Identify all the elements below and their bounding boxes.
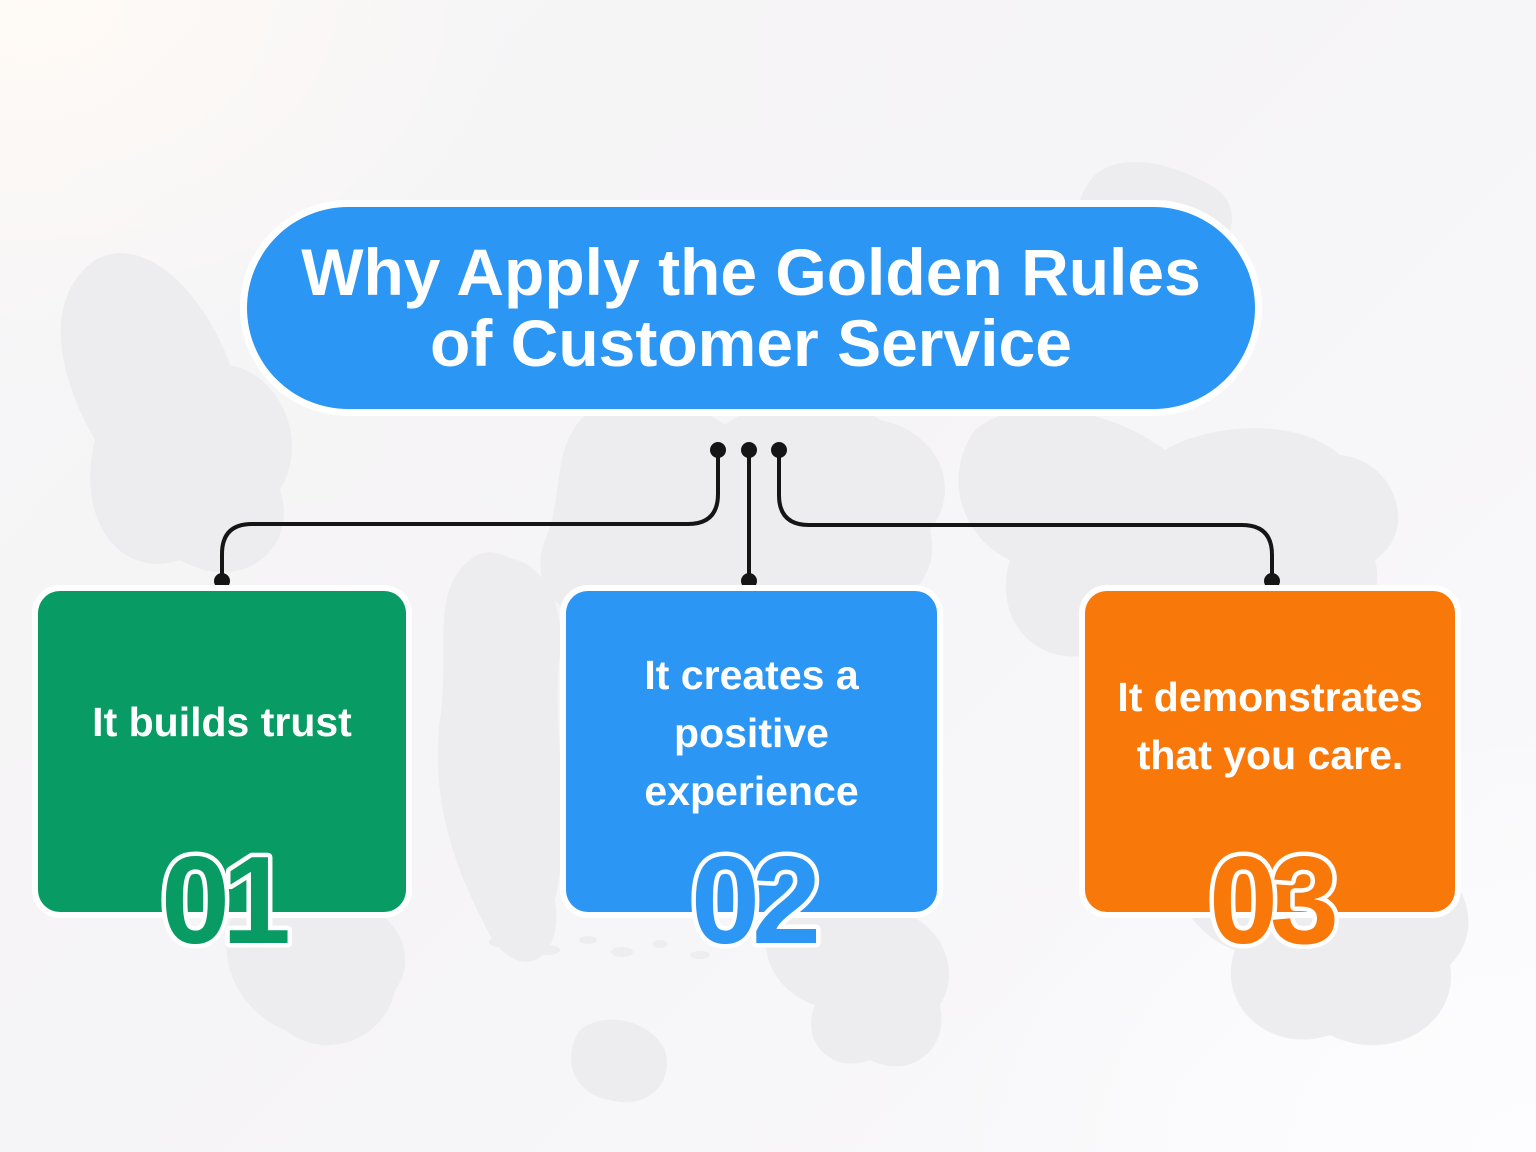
card-text: It demonstrates that you care. — [1085, 591, 1455, 784]
card-text-line: experience — [644, 768, 859, 814]
title-pill: Why Apply the Golden Rules of Customer S… — [247, 207, 1255, 409]
card-builds-trust: It builds trust 01 — [38, 591, 406, 975]
map-island — [690, 951, 710, 959]
card-number-text: 01 — [161, 832, 288, 970]
map-landmass — [571, 1019, 667, 1103]
map-landmass — [540, 395, 946, 647]
card-text: It builds trust — [38, 591, 406, 751]
map-landmass — [437, 552, 564, 962]
card-text-line: that you care. — [1136, 732, 1404, 778]
card-number-text: 03 — [1209, 832, 1335, 970]
card-number-badge: 03 — [1205, 828, 1348, 975]
card-demonstrates-care: It demonstrates that you care. 03 — [1085, 591, 1455, 975]
connector-dot — [741, 573, 757, 589]
connector-left — [220, 448, 720, 576]
map-island — [652, 940, 668, 948]
connector-right — [777, 448, 1274, 576]
card-number-text: 02 — [691, 832, 816, 970]
map-landmass — [765, 887, 950, 1067]
connector-dot — [214, 573, 230, 589]
title-line-2: of Customer Service — [430, 306, 1072, 380]
card-text-line: It creates a — [644, 652, 859, 698]
map-landmass — [226, 881, 406, 1045]
connector-dot — [741, 442, 757, 458]
connector-dot — [710, 442, 726, 458]
connector-dot — [1264, 573, 1280, 589]
connector-dot — [771, 442, 787, 458]
map-island — [536, 945, 560, 955]
card-text: It creates a positive experience — [566, 591, 937, 820]
map-island — [579, 936, 597, 944]
card-number-badge: 01 — [157, 828, 301, 975]
map-landmass — [60, 253, 292, 573]
card-text-line: positive — [674, 710, 829, 756]
map-island — [611, 947, 633, 957]
card-positive-experience: It creates a positive experience 02 — [566, 591, 937, 975]
card-text-line: It builds trust — [92, 699, 352, 745]
title-line-1: Why Apply the Golden Rules — [301, 235, 1201, 309]
card-text-line: It demonstrates — [1117, 674, 1423, 720]
map-island — [489, 936, 521, 948]
card-number-badge: 02 — [686, 828, 828, 975]
